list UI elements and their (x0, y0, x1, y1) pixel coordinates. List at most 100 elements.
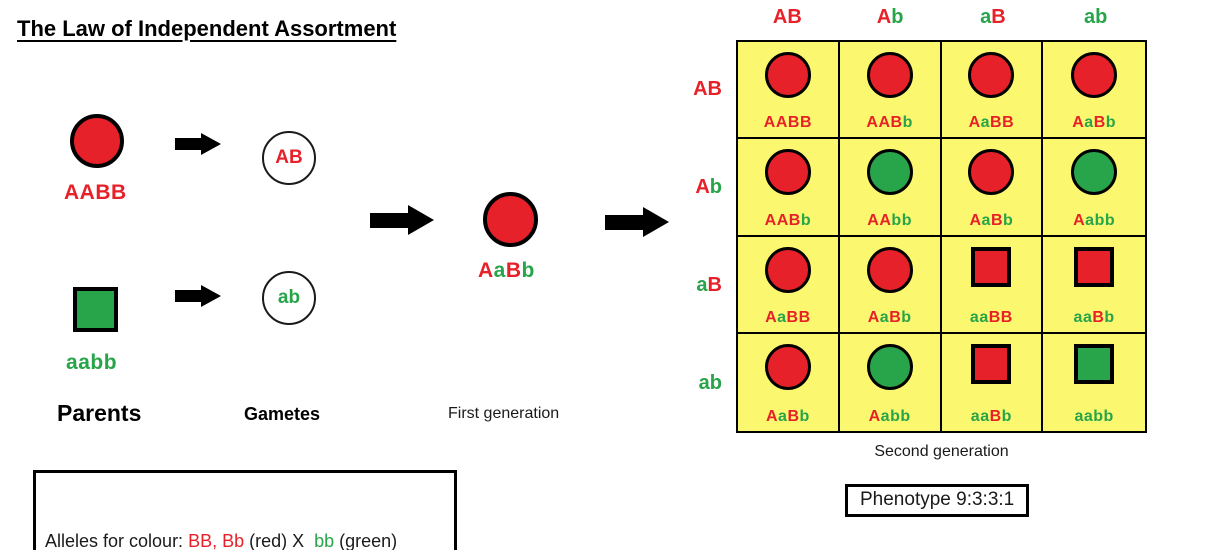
red-circle-shape (1071, 52, 1118, 98)
punnett-cell: AABb (738, 139, 840, 237)
allele-letter: A (763, 114, 776, 132)
first-generation-label: First generation (448, 405, 560, 422)
arrow-head (201, 285, 221, 307)
punnett-col-header: aB (942, 6, 1045, 32)
genotype-label: AAbb (867, 212, 912, 230)
genotype-label: aaBB (970, 309, 1013, 327)
allele-letter: b (1105, 114, 1117, 132)
allele-letter: b (103, 351, 118, 374)
allele-letter: a (970, 408, 981, 425)
allele-letter: B (799, 114, 812, 132)
arrow-shaft (605, 214, 643, 230)
genotype-label: AABB (764, 114, 812, 132)
punnett-cell: AaBB (941, 42, 1044, 140)
allele-letter: B (707, 77, 722, 100)
genotype-label: AaBb (766, 408, 810, 426)
allele-letter: a (980, 114, 991, 132)
genotype-label: AaBb (868, 309, 912, 327)
punnett-cell: AaBb (941, 139, 1044, 237)
allele-letter: B (786, 308, 799, 326)
red-square-shape (1074, 246, 1115, 287)
red-circle-shape (968, 52, 1015, 98)
allele-letter: b (709, 175, 722, 198)
allele-letter: b (1093, 408, 1104, 425)
allele-letter: B (289, 147, 303, 168)
allele-letter: B (988, 308, 1001, 326)
legend-segment: BB, Bb (188, 531, 245, 550)
allele-letter: b (900, 408, 911, 425)
allele-letter: B (787, 6, 802, 28)
allele-letter: A (968, 114, 981, 132)
page-title: The Law of Independent Assortment (17, 16, 397, 41)
allele-letter: B (1000, 308, 1013, 326)
allele-letter: B (1092, 308, 1105, 326)
legend-segment: (red) X (244, 531, 315, 550)
parents-section-label: Parents (57, 400, 142, 426)
genotype-label: AABb (866, 114, 912, 132)
green-square-shape (73, 287, 118, 332)
allele-letter: A (478, 259, 494, 282)
allele-letter: b (709, 372, 722, 395)
arrow-right-icon (175, 133, 221, 155)
arrow-head (201, 133, 221, 155)
allele-letter: B (798, 308, 811, 326)
allele-letter: a (777, 308, 787, 326)
allele-letter: A (866, 114, 879, 132)
red-circle-shape (764, 246, 811, 293)
gametes-section-label: Gametes (244, 404, 321, 424)
allele-letter: a (969, 308, 980, 326)
allele-letter: b (1094, 211, 1105, 229)
allele-letter: B (990, 114, 1003, 132)
allele-letter: B (890, 114, 903, 132)
punnett-cell: AABb (839, 42, 942, 140)
allele-letter: B (991, 6, 1006, 28)
punnett-cell: AAbb (839, 139, 942, 237)
allele-letter: a (698, 372, 710, 395)
allele-letter: b (1003, 211, 1014, 229)
allele-letter: b (1001, 408, 1012, 425)
allele-letter: a (1085, 211, 1095, 229)
allele-letter: A (867, 211, 880, 229)
allele-letter: a (979, 308, 989, 326)
genotype-label: aaBb (971, 408, 1012, 426)
allele-letter: B (787, 114, 800, 132)
allele-letter: A (775, 114, 788, 132)
arrow-head (408, 205, 434, 235)
arrow-right-icon (370, 205, 434, 235)
allele-letter: B (787, 408, 800, 425)
allele-letter: A (969, 211, 982, 229)
allele-letter: A (79, 181, 96, 204)
genotype-label: AaBb (478, 259, 535, 283)
allele-letter: B (1002, 114, 1015, 132)
allele-letter: B (505, 259, 522, 282)
allele-letter: A (868, 408, 881, 425)
allele-letter: a (1084, 114, 1094, 132)
allele-letter: a (981, 211, 991, 229)
allele-letter: a (696, 274, 708, 297)
allele-letter: A (879, 211, 892, 229)
allele-letter: a (1082, 308, 1093, 326)
alleles-legend-box: Alleles for colour: BB, Bb (red) X bb (g… (33, 470, 457, 550)
red-circle-shape (70, 114, 124, 168)
genotype-label: aabb (66, 351, 117, 375)
allele-letter: b (891, 6, 904, 28)
red-circle-shape (764, 343, 811, 390)
allele-letter: a (277, 287, 289, 308)
allele-letter: a (1083, 6, 1096, 28)
arrow-right-icon (175, 285, 221, 307)
allele-letter: B (788, 211, 801, 229)
allele-letter: A (693, 77, 708, 100)
green-square-shape (1074, 343, 1115, 384)
allele-letter: B (707, 274, 722, 297)
punnett-cell: aaBb (942, 333, 1044, 431)
allele-letter: A (772, 6, 788, 28)
green-circle-shape (866, 149, 913, 196)
red-square-shape (971, 246, 1012, 287)
allele-letter: a (78, 351, 91, 374)
allele-letter: A (275, 147, 289, 168)
punnett-cell: AABB (738, 42, 840, 140)
allele-letter: a (879, 308, 890, 326)
